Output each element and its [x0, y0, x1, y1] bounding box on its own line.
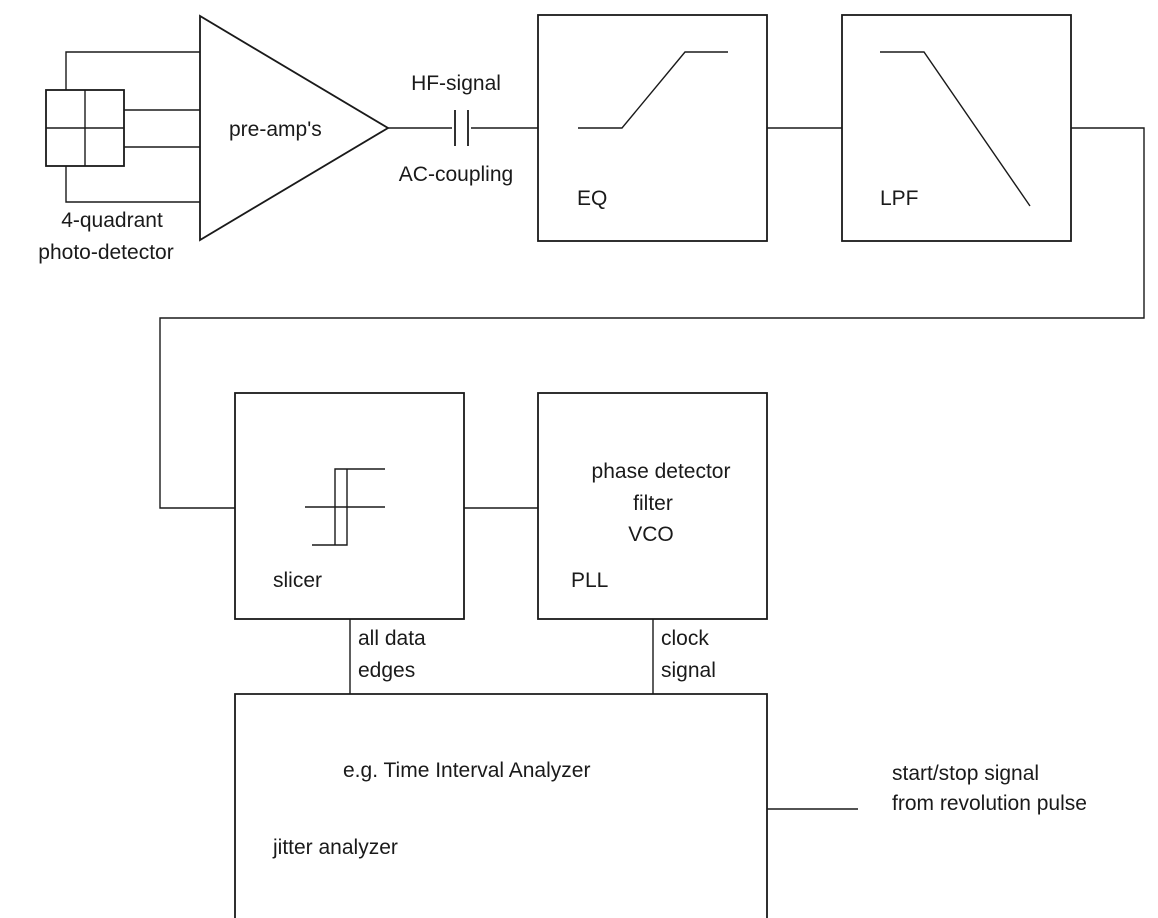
start-stop-label-line2: from revolution pulse — [892, 792, 1087, 815]
photo-detector — [45, 89, 125, 167]
pll-filter-label: filter — [633, 492, 673, 515]
pll-label: PLL — [571, 569, 608, 592]
clock-signal-label-line1: clock — [661, 627, 709, 650]
eq-response-curve — [578, 51, 728, 129]
lpf-response-curve — [880, 51, 1031, 207]
analyzer-block — [234, 693, 768, 918]
start-stop-label-line1: start/stop signal — [892, 762, 1039, 785]
pll-phase-detector-label: phase detector — [592, 460, 731, 483]
photo-detector-label-line1: 4-quadrant — [61, 209, 163, 232]
jitter-analyzer-label: jitter analyzer — [272, 836, 398, 859]
hysteresis-upper-edge — [334, 468, 385, 545]
pll-vco-label: VCO — [628, 523, 674, 546]
photo-detector-label-line2: photo-detector — [38, 241, 173, 264]
lpf-label: LPF — [880, 187, 919, 210]
detector-wires — [65, 51, 200, 203]
eq-block — [537, 14, 768, 242]
ac-coupling-label: AC-coupling — [399, 163, 513, 186]
data-edges-label-line2: edges — [358, 659, 415, 682]
detector-wire-bottom — [65, 166, 200, 203]
capacitor-icon — [454, 110, 469, 146]
hysteresis-lower-edge — [312, 469, 348, 546]
detector-wire-top — [65, 51, 200, 90]
eq-label: EQ — [577, 187, 607, 210]
slicer-label: slicer — [273, 569, 322, 592]
preamp-triangle — [199, 14, 390, 242]
clock-signal-label-line2: signal — [661, 659, 716, 682]
preamp-label: pre-amp's — [229, 118, 322, 141]
slicer-hysteresis-icon — [305, 468, 385, 546]
wire-lpf-to-slicer — [159, 127, 1145, 509]
slicer-block — [234, 392, 465, 620]
analyzer-title: e.g. Time Interval Analyzer — [343, 759, 590, 782]
hf-signal-label: HF-signal — [411, 72, 501, 95]
lpf-block — [841, 14, 1072, 242]
data-edges-label-line1: all data — [358, 627, 426, 650]
